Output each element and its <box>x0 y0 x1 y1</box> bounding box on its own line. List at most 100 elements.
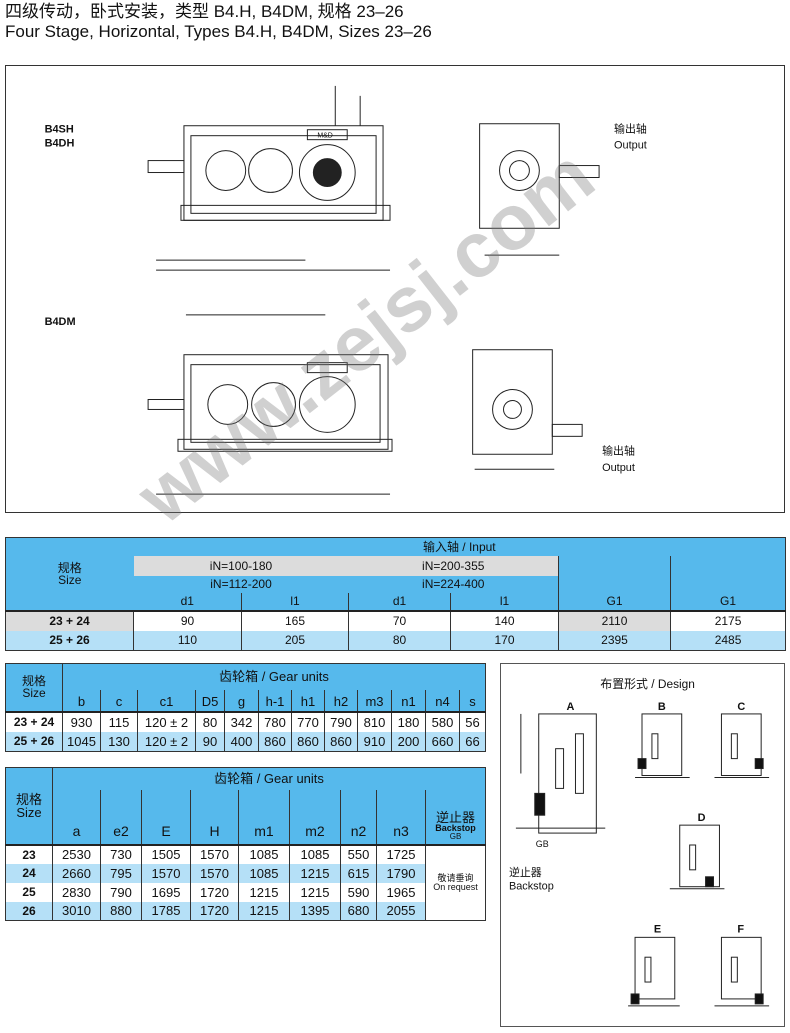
value-cell: 2110 <box>558 609 671 631</box>
value-cell: 930 <box>62 710 101 732</box>
column-header: h2 <box>324 689 358 712</box>
value-cell: 2530 <box>52 843 101 864</box>
value-cell: 1215 <box>238 901 290 921</box>
label-b4sh: B4SH <box>45 124 74 136</box>
value-cell: 795 <box>100 863 142 883</box>
title-cn: 四级传动，卧式安装，类型 B4.H, B4DM, 规格 23–26 <box>5 2 404 21</box>
value-cell: 56 <box>459 710 486 732</box>
column-header: H <box>190 789 239 845</box>
value-cell: 1215 <box>238 882 290 902</box>
g1-header-b: G1 <box>669 555 786 611</box>
output-label-en-bottom: Output <box>602 462 635 474</box>
value-cell: 1085 <box>238 863 290 883</box>
value-cell: 1785 <box>141 901 191 921</box>
size-cell: 23 + 24 <box>5 710 63 732</box>
value-cell: 80 <box>348 630 451 651</box>
column-header: g <box>224 689 259 712</box>
column-header: D5 <box>195 689 225 712</box>
value-cell: 70 <box>348 609 451 631</box>
gear-units-header: 齿轮箱 / Gear units <box>62 663 486 690</box>
value-cell: 1085 <box>238 843 290 864</box>
d1-header: d1 <box>348 592 451 611</box>
column-header: E <box>141 789 191 845</box>
size-cell: 26 <box>5 901 53 921</box>
value-cell: 1790 <box>376 863 426 883</box>
column-header: n2 <box>340 789 377 845</box>
output-label-cn-bottom: 输出轴 <box>602 443 635 457</box>
value-cell: 1695 <box>141 882 191 902</box>
column-header: c1 <box>137 689 196 712</box>
arrangement-a: A GB 逆止器 Backstop <box>509 701 606 893</box>
svg-text:F: F <box>737 923 744 935</box>
value-cell: 400 <box>224 731 259 752</box>
column-header: m1 <box>238 789 290 845</box>
value-cell: 120 ± 2 <box>137 731 196 752</box>
arrangement-b: B <box>635 701 690 778</box>
value-cell: 770 <box>291 710 325 732</box>
column-header: n4 <box>425 689 460 712</box>
svg-text:D: D <box>698 812 706 824</box>
gearbox-top-view: M&D <box>147 85 600 271</box>
value-cell: 880 <box>100 901 142 921</box>
value-cell: 90 <box>133 609 242 631</box>
size-cell: 25 + 26 <box>5 731 63 752</box>
value-cell: 1570 <box>190 843 239 864</box>
svg-text:B: B <box>658 701 666 713</box>
value-cell: 130 <box>100 731 138 752</box>
title-en: Four Stage, Horizontal, Types B4.H, B4DM… <box>5 22 432 41</box>
size-cell: 25 + 26 <box>5 630 134 651</box>
svg-text:C: C <box>737 701 745 713</box>
arrangement-c: C <box>714 701 770 778</box>
column-header: h-1 <box>258 689 292 712</box>
value-cell: 1085 <box>289 843 341 864</box>
arrangement-d: D <box>669 812 725 890</box>
l1-header: l1 <box>450 592 559 611</box>
value-cell: 590 <box>340 882 377 902</box>
value-cell: 110 <box>133 630 242 651</box>
value-cell: 1720 <box>190 901 239 921</box>
value-cell: 1725 <box>376 843 426 864</box>
value-cell: 1570 <box>141 863 191 883</box>
svg-text:E: E <box>654 923 661 935</box>
value-cell: 2175 <box>669 609 786 631</box>
value-cell: 140 <box>450 609 559 631</box>
value-cell: 342 <box>224 710 259 732</box>
size-cell: 23 + 24 <box>5 609 134 631</box>
value-cell: 90 <box>195 731 225 752</box>
g1-header-a: G1 <box>558 555 671 611</box>
column-header: n3 <box>376 789 426 845</box>
size-cell: 24 <box>5 863 53 883</box>
column-header: c <box>100 689 138 712</box>
value-cell: 810 <box>357 710 392 732</box>
gearbox-bottom-view <box>147 314 583 495</box>
label-b4dh: B4DH <box>45 138 75 150</box>
value-cell: 165 <box>241 609 349 631</box>
on-request-en: On request <box>433 881 478 892</box>
value-cell: 1395 <box>289 901 341 921</box>
label-b4dm: B4DM <box>45 316 76 328</box>
column-header: e2 <box>100 789 142 845</box>
column-header: s <box>459 689 486 712</box>
value-cell: 680 <box>340 901 377 921</box>
ratio-range-2b: iN=224-400 <box>422 577 485 591</box>
brand-plate: M&D <box>317 133 332 140</box>
design-arrangement-panel: 布置形式 / Design A GB 逆止器 Backstop B C D E … <box>500 663 785 1027</box>
value-cell: 580 <box>425 710 460 732</box>
value-cell: 1215 <box>289 863 341 883</box>
arrangement-e: E <box>628 923 680 1007</box>
value-cell: 2055 <box>376 901 426 921</box>
value-cell: 2395 <box>558 630 671 651</box>
design-title: 布置形式 / Design <box>600 677 695 691</box>
value-cell: 205 <box>241 630 349 651</box>
value-cell: 1720 <box>190 882 239 902</box>
column-header: m2 <box>289 789 341 845</box>
column-header: b <box>62 689 101 712</box>
arrangement-f: F <box>714 923 770 1007</box>
